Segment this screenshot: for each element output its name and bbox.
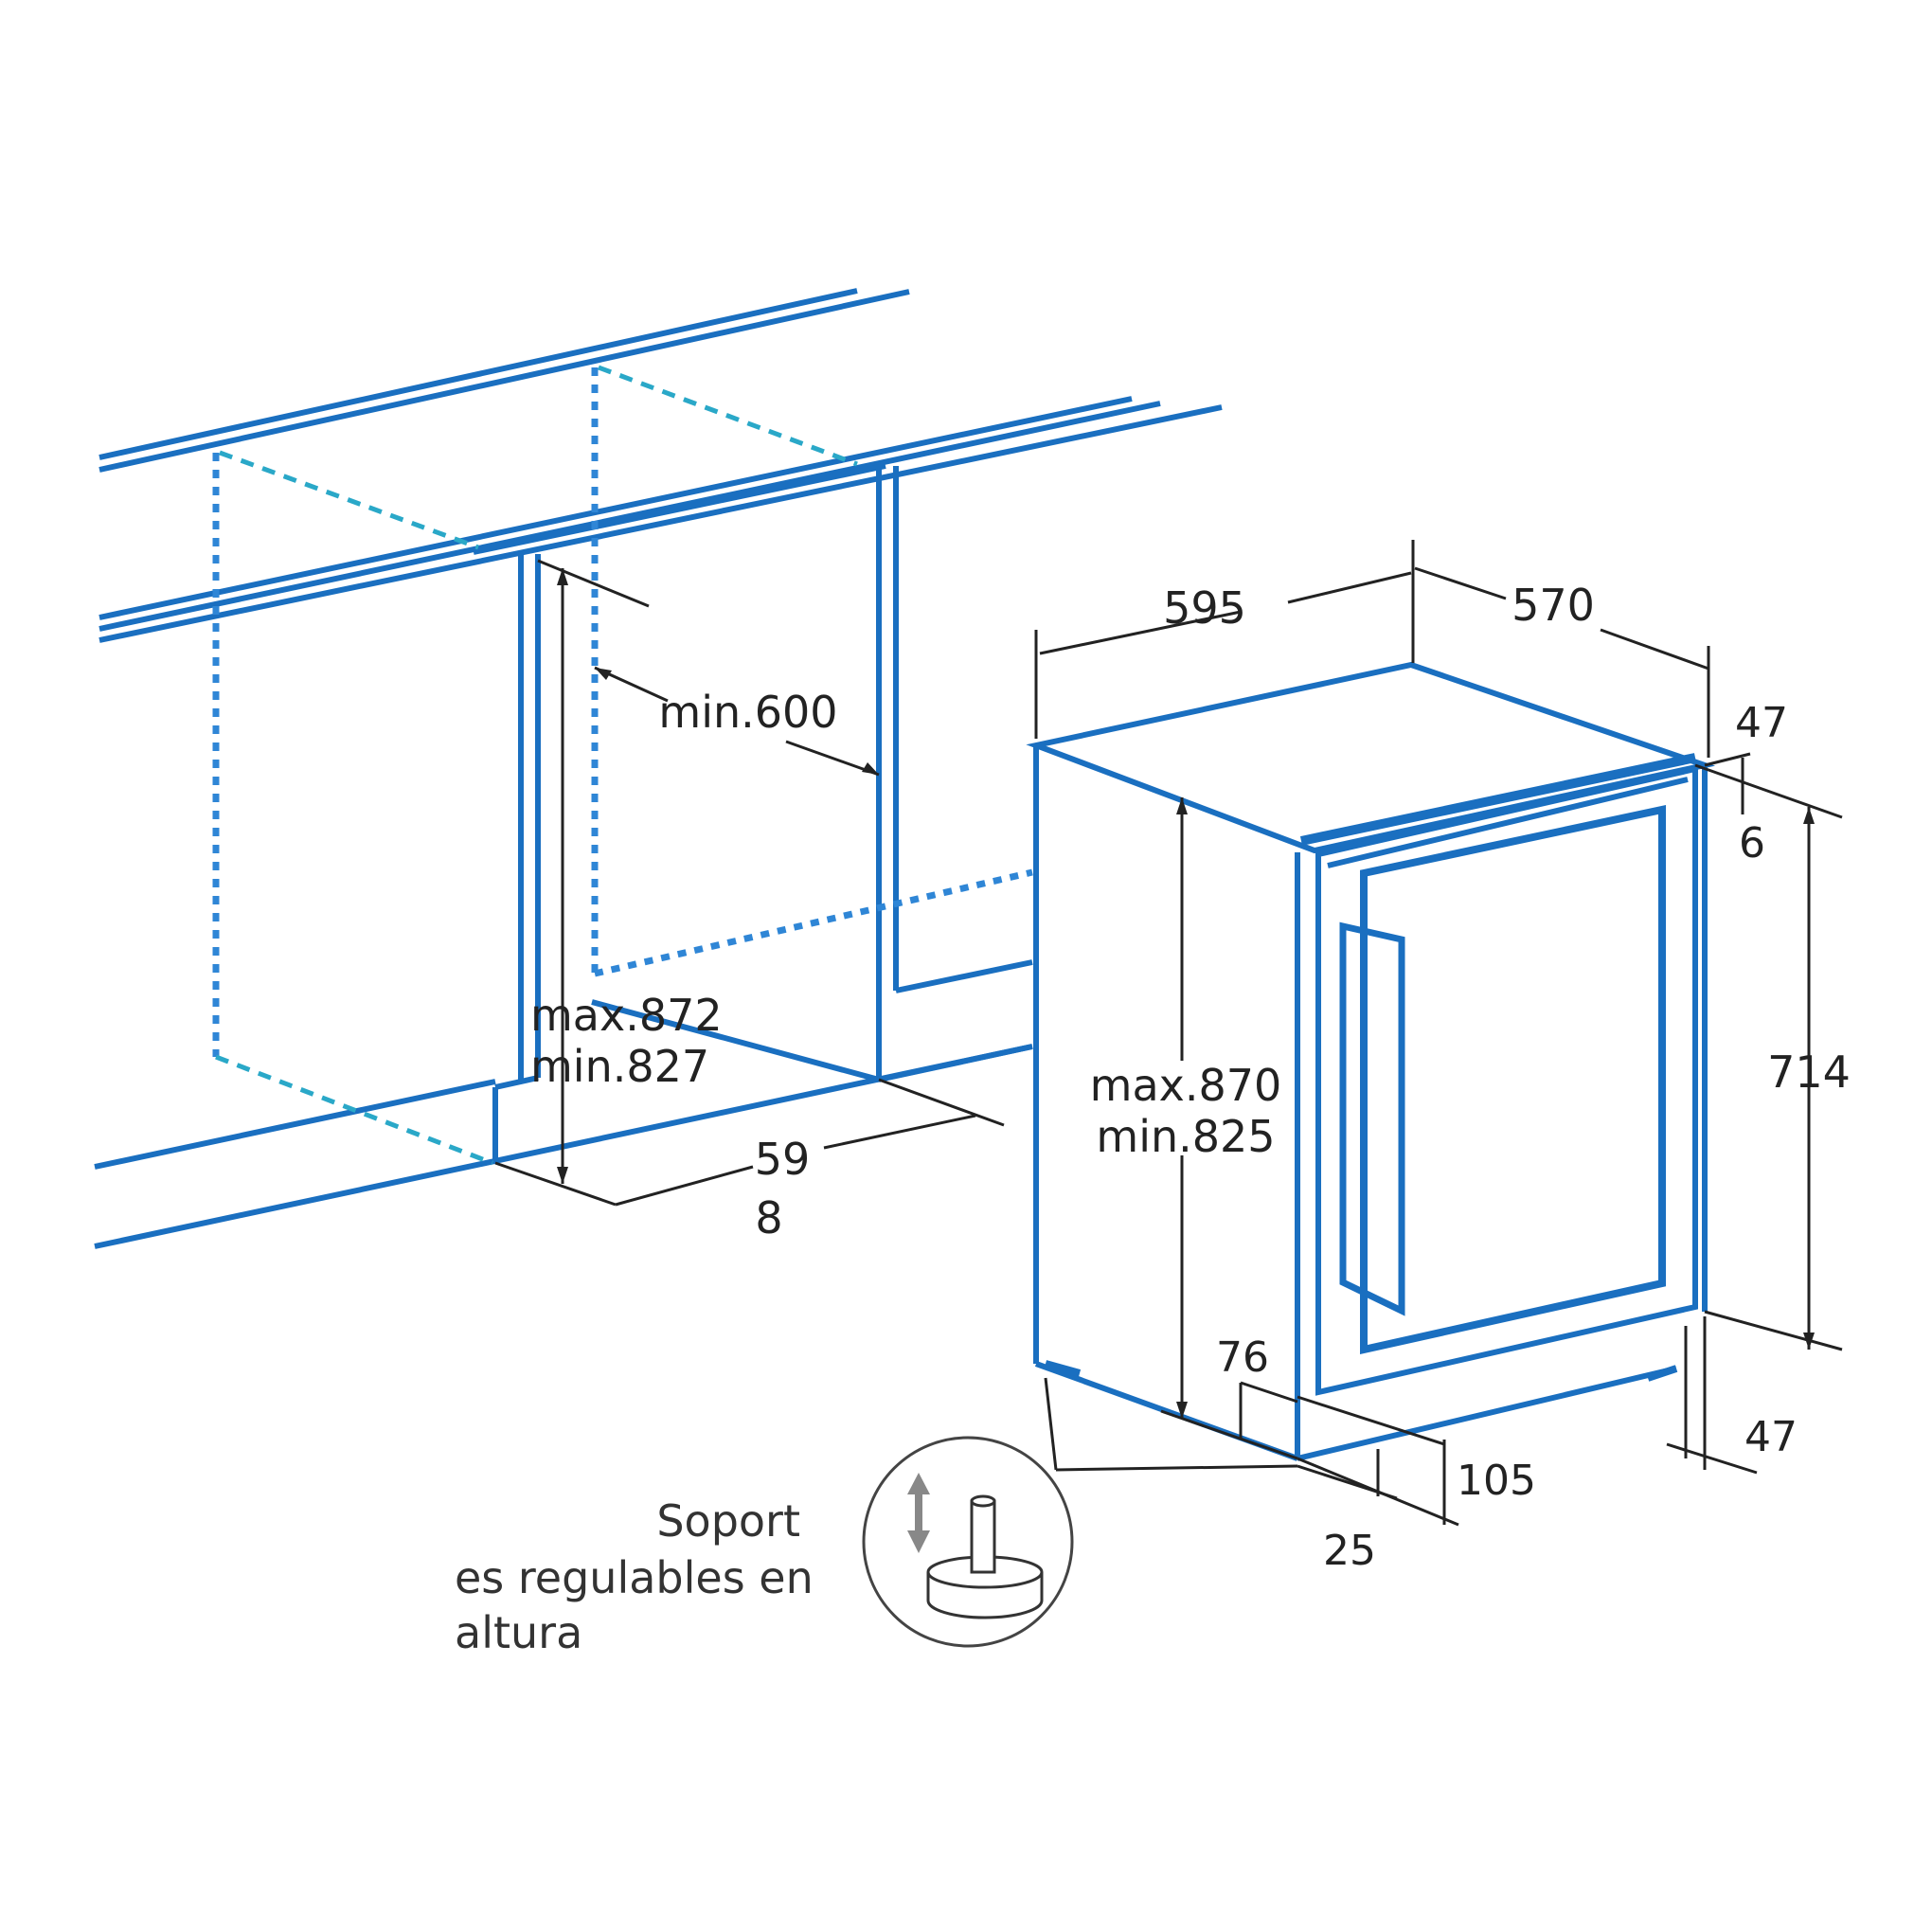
dim-unit-height-min: min.825 — [1096, 1111, 1275, 1162]
dim-cabinet-height: 714 — [1767, 1046, 1851, 1098]
dim-plinth-width-b: 8 — [755, 1192, 782, 1243]
dim-foot-setback: 76 — [1216, 1333, 1269, 1382]
adjustable-foot-icon — [926, 1494, 1044, 1619]
dim-niche-height-max: max.872 — [530, 990, 723, 1041]
dim-niche-height-min: min.827 — [530, 1041, 709, 1092]
dim-door-gap: 6 — [1739, 819, 1765, 868]
dim-niche-depth: min.600 — [658, 687, 837, 738]
hidden-edges-teal — [215, 365, 858, 1166]
caption-line-2: es regulables en — [455, 1552, 814, 1603]
hidden-edges — [212, 367, 1033, 1057]
dim-door-offset-top: 47 — [1735, 699, 1788, 747]
dimension-arrows — [557, 568, 1815, 1419]
dimension-lines — [494, 540, 1843, 1527]
dim-unit-height-max: max.870 — [1090, 1060, 1282, 1111]
caption-line-1: Soport — [656, 1495, 800, 1547]
dim-foot-height: 25 — [1323, 1527, 1376, 1575]
dim-cabinet-depth: 570 — [1512, 580, 1595, 631]
foot-detail-callout — [862, 1436, 1074, 1648]
caption-line-3: altura — [455, 1607, 582, 1658]
up-down-arrow-icon — [907, 1473, 930, 1553]
dim-plinth-height: 105 — [1457, 1457, 1536, 1505]
dim-cabinet-width: 595 — [1163, 582, 1246, 634]
kitchen-niche — [94, 288, 1223, 1249]
dim-rear-offset: 47 — [1744, 1413, 1798, 1461]
dim-plinth-width-a: 59 — [755, 1134, 811, 1185]
